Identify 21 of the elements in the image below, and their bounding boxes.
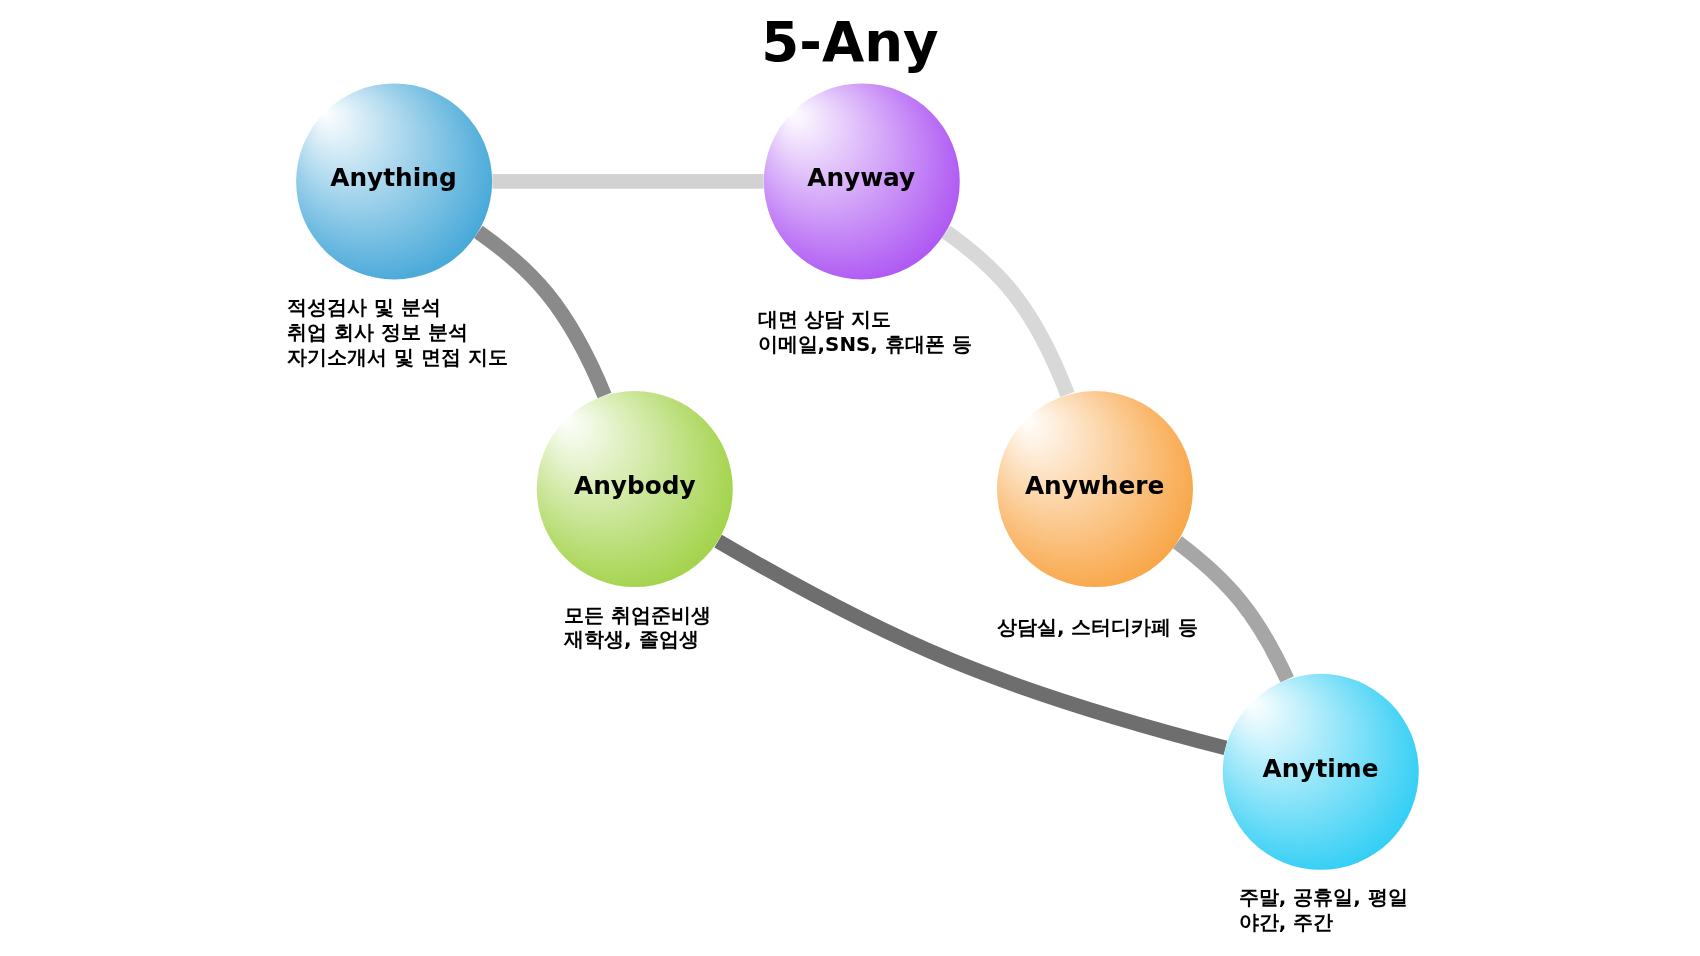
node-label: 적성검사 및 분석 bbox=[287, 295, 442, 319]
node-circle: Anytime bbox=[1222, 673, 1419, 870]
node-circle: Anybody bbox=[536, 390, 733, 587]
node-label: 주말, 공휴일, 평일 bbox=[1238, 885, 1408, 909]
node-label: 야간, 주간 bbox=[1238, 910, 1334, 934]
node-circle: Anyway bbox=[763, 82, 960, 279]
node-circle: Anything bbox=[296, 82, 493, 279]
node-label: 대면 상담 지도 bbox=[757, 307, 892, 331]
diagram-title: 5-Any bbox=[761, 9, 939, 74]
connector bbox=[1172, 535, 1294, 683]
connector bbox=[474, 225, 612, 398]
node-label: 모든 취업준비생 bbox=[564, 603, 711, 627]
connector bbox=[941, 225, 1075, 397]
node-circle: Anywhere bbox=[997, 390, 1193, 587]
node-label: 자기소개서 및 면접 지도 bbox=[287, 345, 509, 369]
node-label: 재학생, 졸업생 bbox=[564, 627, 699, 651]
node-label: 상담실, 스터디카페 등 bbox=[996, 615, 1199, 639]
connector bbox=[492, 173, 764, 189]
node-label: 취업 회사 정보 분석 bbox=[287, 320, 469, 344]
node-label: 이메일,SNS, 휴대폰 등 bbox=[757, 332, 972, 356]
connector bbox=[714, 534, 1228, 755]
